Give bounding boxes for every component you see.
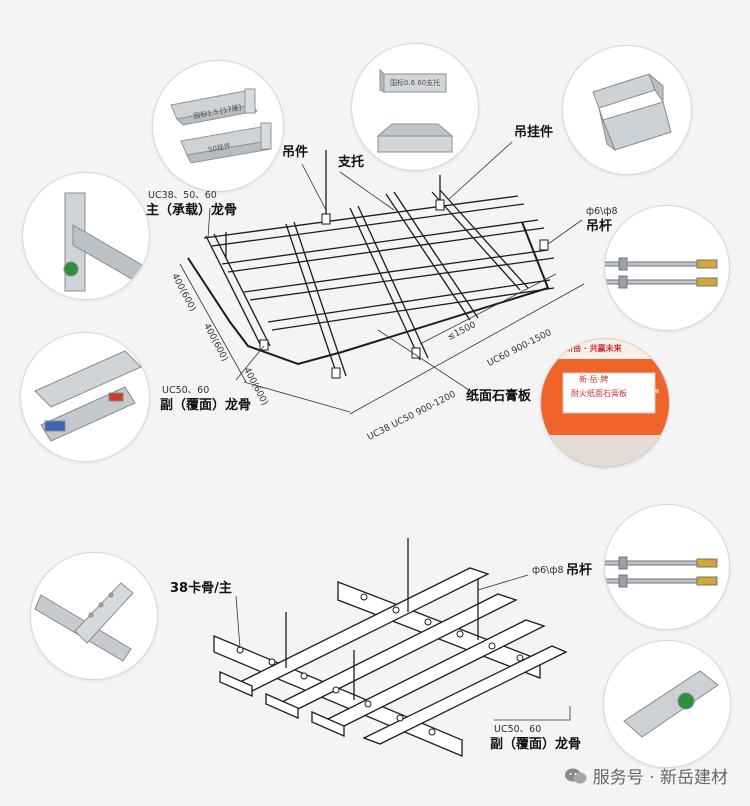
sub-runner-photo bbox=[20, 332, 150, 462]
main-runner-label: 主（承载）龙骨 bbox=[146, 203, 238, 218]
main-runner-code: UC38、50、60 bbox=[148, 190, 217, 201]
footer-text: 服务号 · 新岳建材 bbox=[592, 768, 728, 788]
main-38-label: 38卡骨/主 bbox=[170, 581, 232, 596]
board-slogan: 选择新岳 · 共赢未来 bbox=[549, 344, 622, 353]
rod-label-top: 吊杆 bbox=[586, 219, 613, 234]
rod-photo-top bbox=[604, 205, 730, 331]
clip-38-photo bbox=[30, 552, 158, 680]
main-runner-photo bbox=[22, 172, 150, 300]
gypsum-board-label: 纸面石膏板 bbox=[466, 389, 532, 404]
board-brand: 新·岳·牌 bbox=[579, 375, 609, 384]
sub-runner-code-bottom: UC50、60 bbox=[494, 724, 542, 735]
hanger-part-photo bbox=[562, 45, 692, 175]
sub-runner-code-top: UC50、60 bbox=[162, 385, 210, 396]
rod-spec-bottom: ф6\ф8 bbox=[532, 565, 564, 576]
rod-spec-top: ф6\ф8 bbox=[586, 206, 618, 217]
wechat-icon bbox=[564, 767, 587, 785]
hanger-part-label: 吊挂件 bbox=[514, 125, 554, 140]
footer-brand: 服务号 · 新岳建材 bbox=[564, 763, 728, 788]
top-ceiling-grid bbox=[179, 141, 585, 415]
sub-runner-bottom-photo bbox=[603, 640, 731, 768]
sub-runner-label-top: 副（覆面）龙骨 bbox=[160, 398, 252, 413]
hanger-clip-photo: 国标1.5 [17厘] 50挂件 bbox=[152, 60, 284, 192]
board-name: 耐火纸面石膏板 bbox=[571, 389, 627, 398]
sub-runner-label-bottom: 副（覆面）龙骨 bbox=[490, 737, 582, 752]
bottom-ceiling-grid bbox=[213, 538, 571, 757]
support-label: 支托 bbox=[338, 155, 365, 170]
support-photo: 国标0.6 60支托 bbox=[351, 43, 479, 171]
rod-photo-bottom bbox=[604, 504, 730, 630]
support-stamp-text: 国标0.6 60支托 bbox=[390, 79, 441, 87]
gypsum-board-photo: 选择新岳 · 共赢未来 新·岳·牌 耐火纸面石膏板 bbox=[540, 338, 670, 468]
rod-label-bottom: 吊杆 bbox=[566, 563, 593, 578]
hanger-clip-label: 吊件 bbox=[282, 145, 309, 160]
